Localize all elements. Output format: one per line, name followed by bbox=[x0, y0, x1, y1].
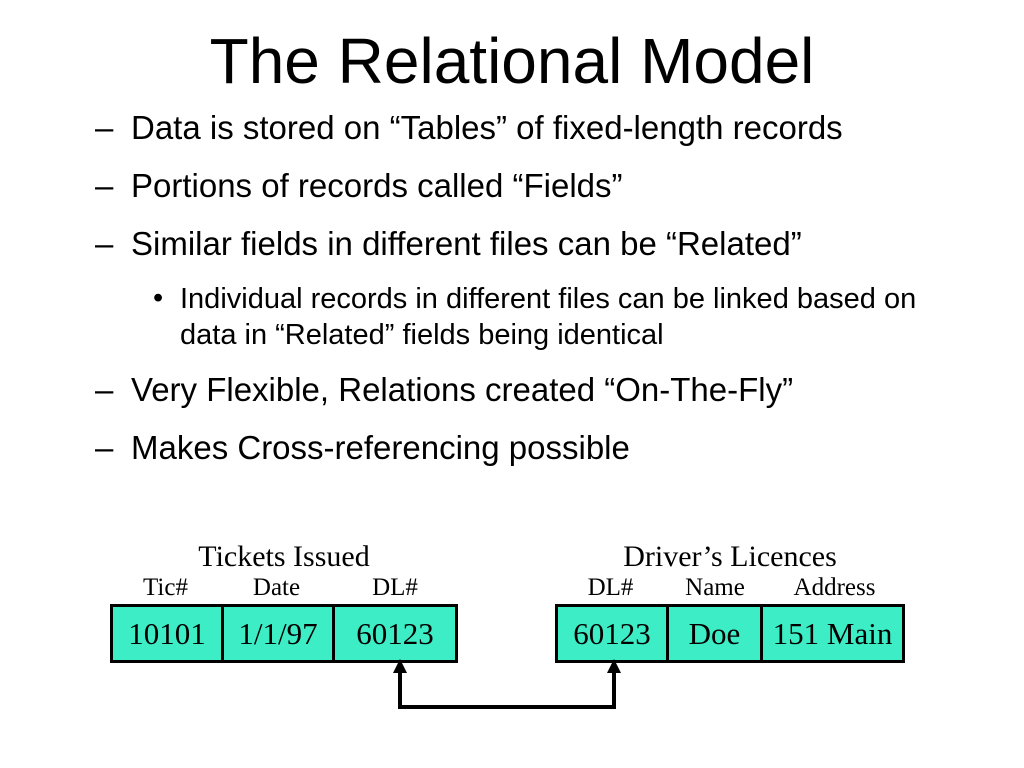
bullet-item: – Data is stored on “Tables” of fixed-le… bbox=[95, 107, 851, 149]
bullet-text: Data is stored on “Tables” of fixed-leng… bbox=[131, 109, 843, 146]
column-header: DL# bbox=[372, 574, 418, 601]
tickets-data-row: 10101 1/1/97 60123 bbox=[110, 604, 458, 663]
bullet-list: – Data is stored on “Tables” of fixed-le… bbox=[95, 107, 955, 485]
dash-bullet-marker: – bbox=[95, 371, 114, 408]
slide-title: The Relational Model bbox=[209, 25, 815, 97]
dash-bullet-marker: – bbox=[95, 167, 114, 204]
bullet-item: – Makes Cross-referencing possible bbox=[95, 427, 946, 469]
column-header: Date bbox=[252, 574, 301, 601]
bullet-text: Makes Cross-referencing possible bbox=[131, 429, 630, 466]
bullet-text: Very Flexible, Relations created “On-The… bbox=[131, 371, 794, 408]
dash-bullet-marker: – bbox=[95, 225, 114, 262]
licences-table-title: Driver’s Licences bbox=[623, 540, 837, 573]
connector-line bbox=[398, 670, 616, 709]
sub-bullet-item: • Individual records in different files … bbox=[153, 281, 945, 353]
column-header: Tic# bbox=[143, 574, 188, 601]
up-arrowhead-left-icon bbox=[393, 659, 407, 673]
dash-bullet-marker: – bbox=[95, 109, 114, 146]
bullet-item: – Similar fields in different files can … bbox=[95, 223, 946, 265]
table-cell: 1/1/97 bbox=[221, 607, 332, 660]
bullet-text: Similar fields in different files can be… bbox=[131, 225, 802, 262]
bullet-text: Individual records in different files ca… bbox=[180, 283, 917, 351]
table-cell: 60123 bbox=[332, 607, 455, 660]
table-cell: 60123 bbox=[558, 607, 666, 660]
bullet-item: – Very Flexible, Relations created “On-T… bbox=[95, 369, 946, 411]
tickets-table-title: Tickets Issued bbox=[198, 540, 370, 573]
column-header: Name bbox=[685, 574, 745, 601]
licences-data-row: 60123 Doe 151 Main bbox=[555, 604, 905, 663]
table-cell: Doe bbox=[666, 607, 760, 660]
bullet-text: Portions of records called “Fields” bbox=[131, 167, 623, 204]
bullet-item: – Portions of records called “Fields” bbox=[95, 165, 946, 207]
dash-bullet-marker: – bbox=[95, 429, 114, 466]
relation-connector-arrow bbox=[393, 659, 621, 709]
dot-bullet-marker: • bbox=[153, 282, 164, 314]
licences-header-row: DL# Name Address bbox=[555, 574, 905, 602]
column-header: Address bbox=[793, 574, 876, 601]
up-arrowhead-right-icon bbox=[607, 659, 621, 673]
column-header: DL# bbox=[587, 574, 634, 601]
table-cell: 151 Main bbox=[760, 607, 902, 660]
tickets-header-row: Tic# Date DL# bbox=[110, 574, 458, 602]
table-cell: 10101 bbox=[113, 607, 221, 660]
